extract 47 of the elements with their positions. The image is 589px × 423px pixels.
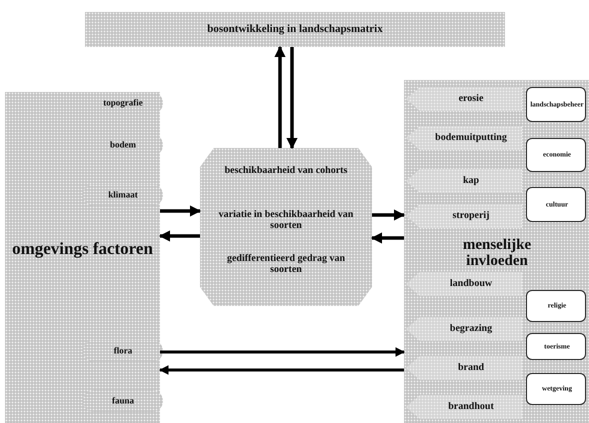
node-label: begrazing [448,324,494,334]
node-label: topografie [102,98,144,108]
arrow [160,347,405,357]
aspect-box [526,187,586,222]
process-label: variatie in beschikbaarheid van soorten [218,210,354,231]
node-label: brand [456,362,486,374]
influence-tab [406,126,522,150]
arrow [160,205,202,217]
node-label: kap [462,176,480,186]
influence-tab [406,395,522,419]
influence-tab [406,317,522,341]
influence-tab [406,169,522,193]
influence-tab [406,356,522,380]
node-label: erosie [458,94,484,104]
influence-tab [406,272,522,296]
arrow [372,209,406,221]
influence-tab [406,87,522,111]
node-label: stroperij [451,210,491,222]
aspect-box [526,333,586,360]
process-label: gedifferentieerd gedrag van soorten [226,254,346,275]
factor-tab [83,390,163,412]
aspect-box [526,290,586,322]
panel-heading: omgevings factoren [11,240,154,258]
node-label: brandhout [447,402,495,412]
factor-tab [83,184,163,206]
node-label: fauna [110,396,135,406]
aspect-box [526,138,586,172]
node-label: landbouw [448,278,494,290]
process-label: beschikbaarheid van cohorts [224,166,348,176]
node-label: flora [112,346,134,356]
aspect-box [526,373,586,405]
factor-panel [404,80,589,423]
node-label: bodemuitputting [434,132,508,144]
factor-panel [5,92,160,423]
title-box [85,12,505,47]
arrow [370,232,404,244]
panel-heading: menselijke invloeden [462,238,532,270]
arrow [158,230,200,242]
influence-tab [406,204,522,228]
arrow [274,46,286,148]
factor-tab [83,340,163,362]
arrow [286,47,298,150]
aspect-box [526,87,586,122]
arrow [159,365,404,375]
node-label: bosontwikkeling in landschapsmatrix [206,24,384,36]
node-label: bodem [108,140,137,150]
node-label: klimaat [107,190,139,200]
